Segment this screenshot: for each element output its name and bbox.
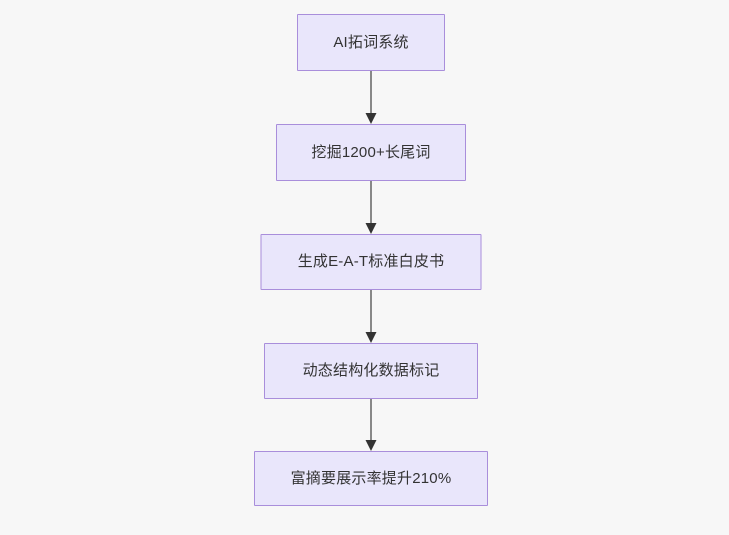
edge-n4-to-n5: [364, 399, 378, 451]
edge-n1-to-n2: [364, 71, 378, 124]
flowchart-node-label: 挖掘1200+长尾词: [311, 143, 431, 161]
arrowhead-icon: [365, 440, 377, 451]
flowchart-node-n1[interactable]: AI拓词系统: [297, 14, 445, 71]
flowchart-node-label: 动态结构化数据标记: [302, 362, 440, 379]
flowchart-node-label: AI拓词系统: [333, 33, 409, 51]
edge-n2-to-n3: [364, 181, 378, 234]
edge-n3-to-n4: [364, 290, 378, 343]
flowchart-node-n3[interactable]: 生成E-A-T标准白皮书: [260, 234, 482, 290]
flowchart-node-n2[interactable]: 挖掘1200+长尾词: [276, 124, 466, 181]
flowchart-node-n5[interactable]: 富摘要展示率提升210%: [254, 451, 488, 506]
flowchart-node-label: 生成E-A-T标准白皮书: [297, 253, 445, 270]
arrowhead-icon: [365, 113, 377, 124]
flowchart-node-label: 富摘要展示率提升210%: [290, 469, 452, 487]
arrowhead-icon: [365, 332, 377, 343]
arrowhead-icon: [365, 223, 377, 234]
flowchart-node-n4[interactable]: 动态结构化数据标记: [264, 343, 478, 399]
